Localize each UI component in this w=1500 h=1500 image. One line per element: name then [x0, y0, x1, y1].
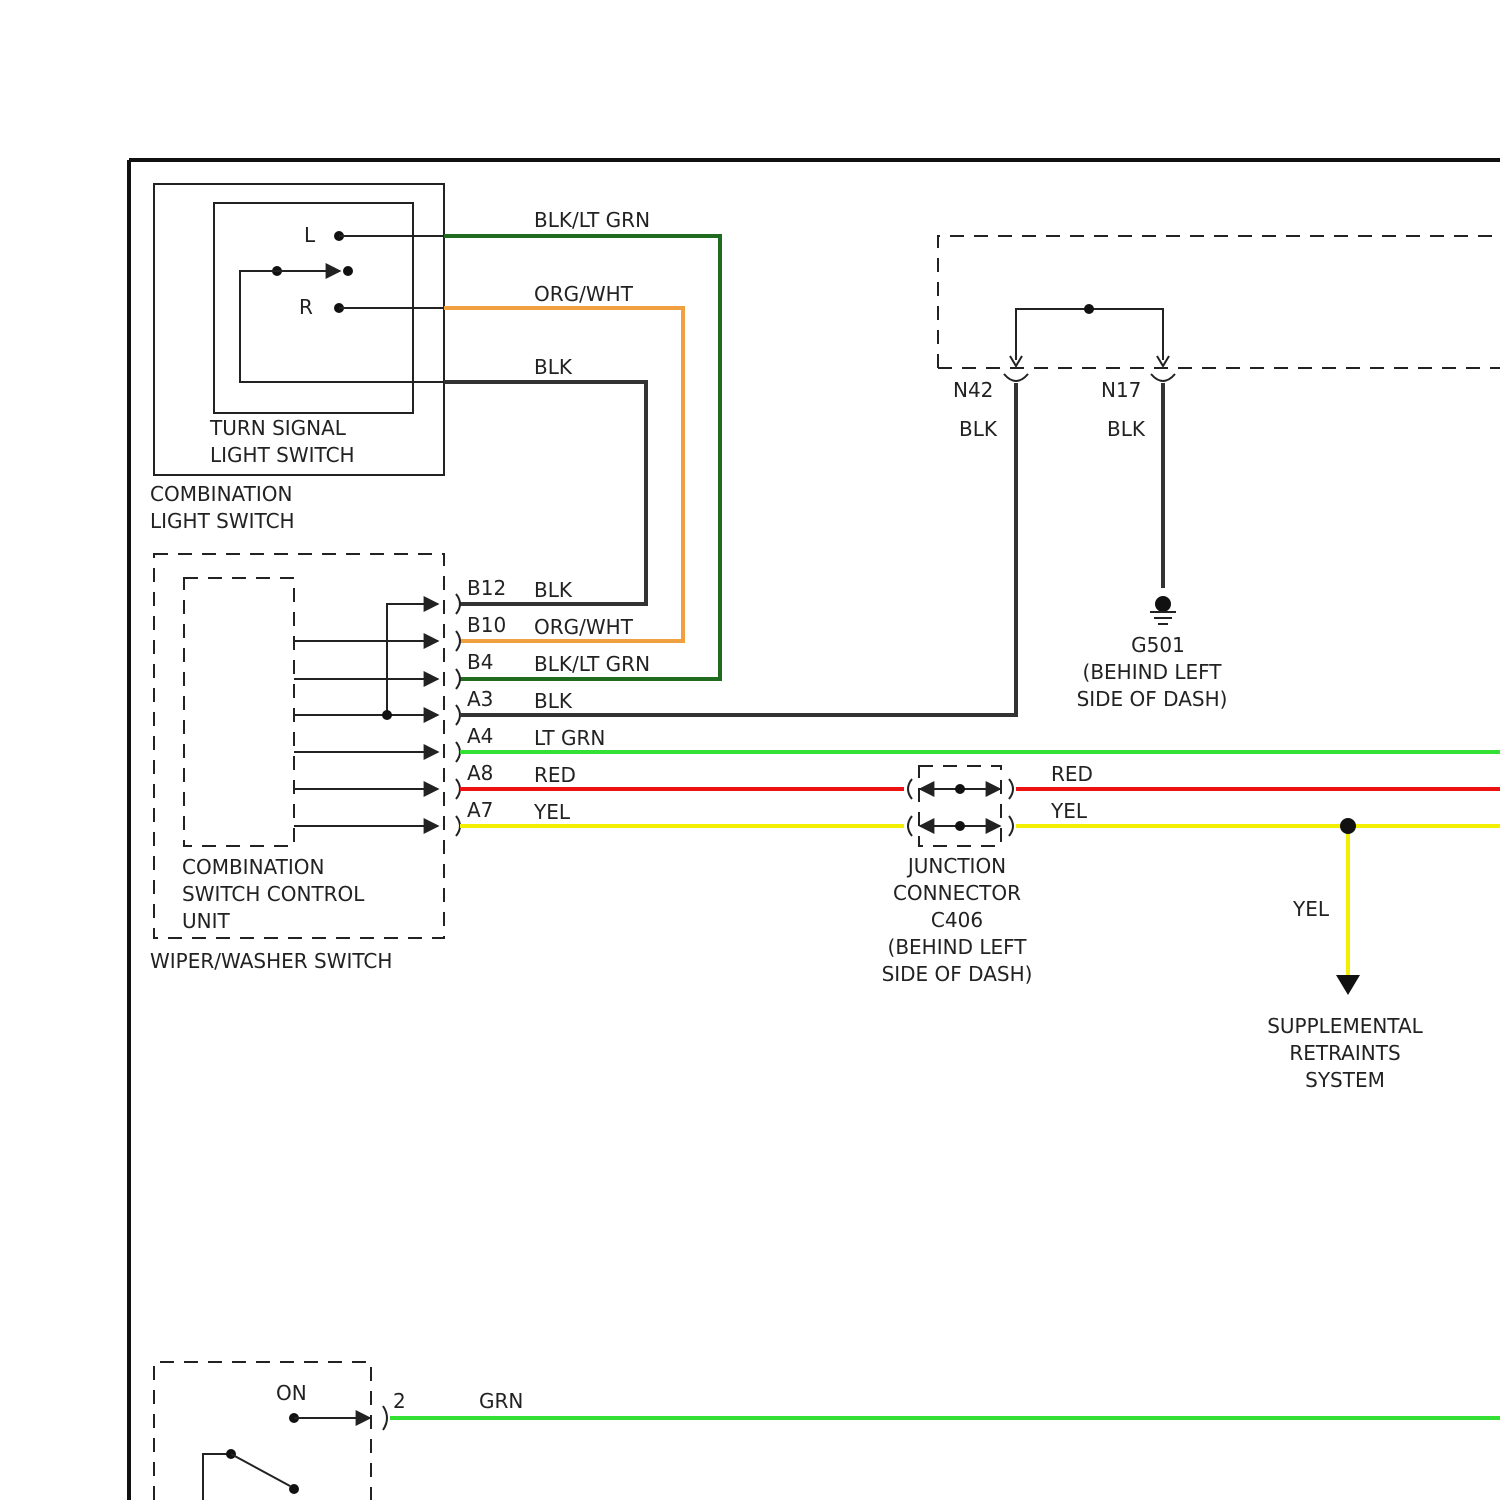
- ignition-on-label: ON: [276, 1381, 307, 1405]
- connector-brackets: [456, 594, 460, 836]
- ignition-switch: ON 2 GRN: [154, 1362, 1500, 1500]
- control-unit-label-1: COMBINATION: [182, 855, 325, 879]
- diagram-frame: [129, 160, 1500, 1500]
- wire-blk: [444, 382, 646, 604]
- pin-b12-wire: BLK: [534, 578, 573, 602]
- upper-wires: BLK/LT GRN ORG/WHT BLK: [444, 208, 720, 679]
- pin-a3-wire: BLK: [534, 689, 573, 713]
- splice-yel: [1340, 818, 1356, 834]
- srs-label-1: SUPPLEMENTAL: [1267, 1014, 1423, 1038]
- srs-arrow-icon: [1336, 975, 1360, 995]
- turn-signal-label-2: LIGHT SWITCH: [210, 443, 355, 467]
- pin-b4-wire: BLK/LT GRN: [534, 652, 650, 676]
- pin-l-label: L: [304, 223, 316, 247]
- pin-b12-label: B12: [467, 576, 506, 600]
- splice-a3: [382, 710, 392, 720]
- ignition-pin-label: 2: [393, 1389, 406, 1413]
- control-unit-label-3: UNIT: [182, 909, 230, 933]
- ground-block: N42 BLK N17 BLK G501 (BEHIND LEFT SIDE O…: [938, 236, 1500, 711]
- junction-label-5: SIDE OF DASH): [882, 962, 1033, 986]
- junction-yel-label: YEL: [1050, 799, 1088, 823]
- srs-branch: YEL SUPPLEMENTAL RETRAINTS SYSTEM: [1267, 818, 1423, 1092]
- combination-light-switch-label-1: COMBINATION: [150, 482, 293, 506]
- junction-label-1: JUNCTION: [906, 854, 1006, 878]
- n42-wire-label: BLK: [959, 417, 998, 441]
- combination-light-switch-label-2: LIGHT SWITCH: [150, 509, 295, 533]
- pin-labels: B12 BLK B10 ORG/WHT B4 BLK/LT GRN A3 BLK…: [467, 576, 650, 824]
- ignition-wire-label: GRN: [479, 1389, 523, 1413]
- pin-a7-label: A7: [467, 798, 493, 822]
- turn-signal-light-switch: L R TURN SIGNAL LIGHT SWITCH: [209, 203, 444, 467]
- srs-label-2: RETRAINTS: [1289, 1041, 1400, 1065]
- junction-red-label: RED: [1051, 762, 1093, 786]
- n42-label: N42: [953, 378, 993, 402]
- pin-b10-wire: ORG/WHT: [534, 615, 634, 639]
- wire-label-blk-lt-grn: BLK/LT GRN: [534, 208, 650, 232]
- g501-label: G501: [1131, 633, 1185, 657]
- wire-label-blk: BLK: [534, 355, 573, 379]
- n17-wire-label: BLK: [1107, 417, 1146, 441]
- wire-label-org-wht: ORG/WHT: [534, 282, 634, 306]
- junction-label-3: C406: [931, 908, 983, 932]
- switch-contact: [343, 266, 353, 276]
- pin-a4-label: A4: [467, 724, 493, 748]
- g501-location-1: (BEHIND LEFT: [1083, 660, 1223, 684]
- pin-a7-wire: YEL: [533, 800, 571, 824]
- srs-wire-label: YEL: [1292, 897, 1330, 921]
- combination-switch-control-unit: COMBINATION SWITCH CONTROL UNIT WIPER/WA…: [150, 554, 460, 973]
- n17-label: N17: [1101, 378, 1141, 402]
- pin-a4-wire: LT GRN: [534, 726, 605, 750]
- pin-r-label: R: [299, 295, 313, 319]
- pin-b4-label: B4: [467, 650, 493, 674]
- junction-connector-c406: RED YEL JUNCTION CONNECTOR C406 (BEHIND …: [882, 762, 1093, 986]
- pin-a8-wire: RED: [534, 763, 576, 787]
- junction-label-2: CONNECTOR: [893, 881, 1021, 905]
- turn-signal-label-1: TURN SIGNAL: [209, 416, 347, 440]
- junction-label-4: (BEHIND LEFT: [888, 935, 1028, 959]
- pin-b10-label: B10: [467, 613, 506, 637]
- g501-location-2: SIDE OF DASH): [1077, 687, 1228, 711]
- wiper-washer-switch-label: WIPER/WASHER SWITCH: [150, 949, 392, 973]
- ground-splice: [1084, 304, 1094, 314]
- ground-icon: [1150, 596, 1176, 624]
- pin-a8-label: A8: [467, 761, 493, 785]
- control-unit-label-2: SWITCH CONTROL: [182, 882, 365, 906]
- pin-a3-label: A3: [467, 687, 493, 711]
- srs-label-3: SYSTEM: [1305, 1068, 1385, 1092]
